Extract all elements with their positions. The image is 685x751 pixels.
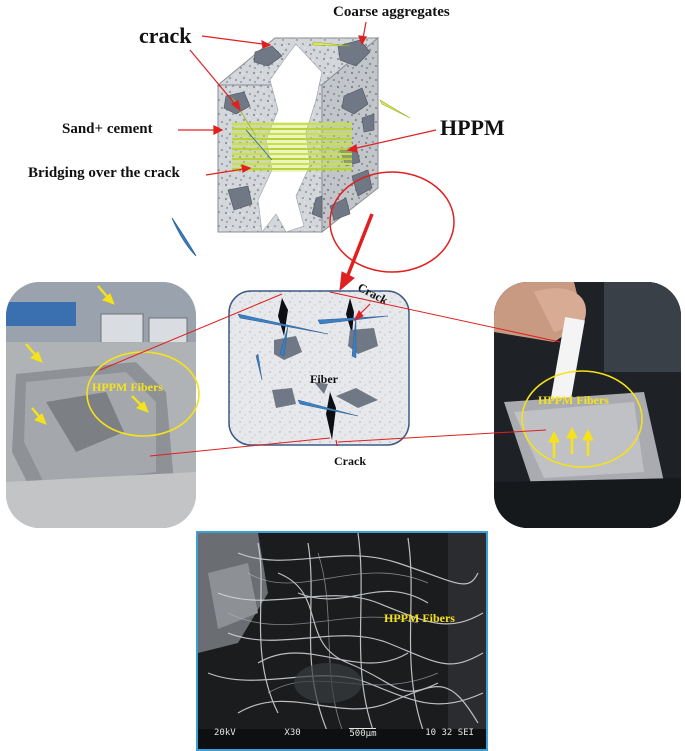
label-coarse-aggregates: Coarse aggregates (333, 4, 450, 20)
down-arrow (339, 213, 374, 290)
label-crack: crack (139, 23, 192, 48)
detail-fiber-label: Fiber (310, 372, 338, 386)
label-hppm: HPPM (440, 115, 505, 140)
sem-magnification: X30 (284, 728, 301, 738)
sem-voltage: 20kV (214, 728, 236, 738)
hppm-fiber-bundle (232, 122, 352, 172)
label-bridging: Bridging over the crack (28, 165, 180, 181)
sem-micrograph (196, 531, 488, 751)
left-hppm-label: HPPM Fibers (92, 380, 163, 394)
detail-crack-bottom-label: Crack (334, 454, 366, 468)
sem-info: 10 32 SEI (425, 728, 474, 738)
crack-detail-box (228, 290, 410, 446)
right-hppm-label: HPPM Fibers (538, 393, 609, 407)
label-sand-cement: Sand+ cement (62, 121, 153, 137)
concrete-cube-illustration (171, 21, 455, 290)
highlight-ellipse (329, 171, 455, 273)
connector-lines (99, 291, 561, 457)
left-specimen-photo (6, 282, 196, 528)
left-photo-overlay (25, 285, 200, 437)
sem-hppm-label: HPPM Fibers (384, 611, 455, 625)
sem-scale: 500µm (349, 728, 377, 739)
right-photo-overlay (521, 370, 643, 468)
sem-info-bar: 20kV X30 500µm 10 32 SEI (214, 728, 474, 739)
right-yellow-ellipse (521, 370, 643, 468)
right-specimen-photo (494, 282, 681, 528)
